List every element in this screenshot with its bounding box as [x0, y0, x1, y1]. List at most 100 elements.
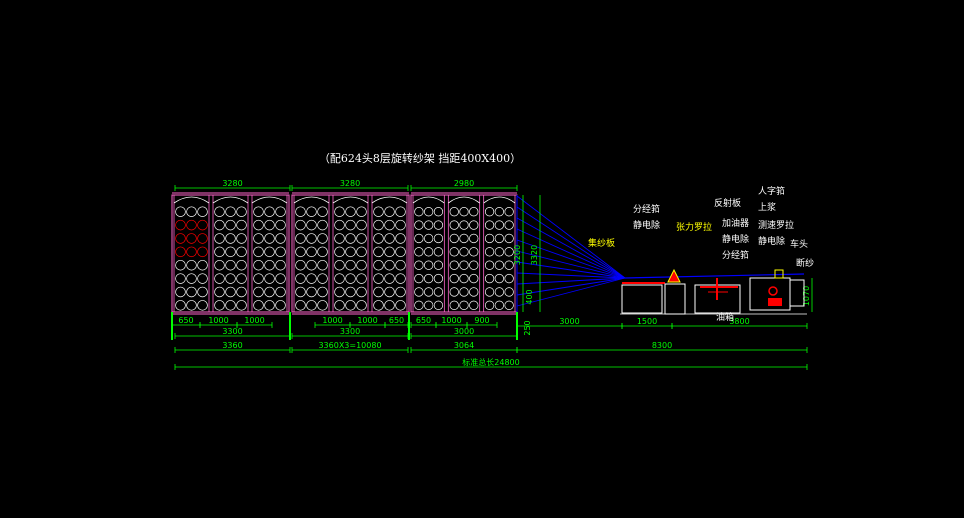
bobbin [186, 233, 197, 244]
bobbin [373, 300, 384, 311]
bobbin [334, 206, 345, 217]
creel-frame-outline [171, 194, 290, 313]
bobbin [334, 273, 345, 284]
dim-row1-8-label: 900 [474, 316, 489, 325]
label-collector: 集纱板 [588, 237, 615, 249]
bobbin [373, 206, 384, 217]
bobbin [275, 300, 286, 311]
creel-arch [173, 196, 210, 204]
bobbin [264, 246, 275, 258]
dim-top-2-label: 3280 [340, 179, 360, 188]
bobbin [275, 219, 286, 231]
bobbin [449, 260, 459, 270]
bobbin [449, 300, 459, 310]
bobbin [334, 259, 345, 271]
dim-row1-0-label: 650 [178, 316, 193, 325]
machine-equipment [621, 268, 805, 315]
bobbin [236, 219, 247, 231]
machine-block [768, 298, 782, 306]
bobbin [306, 219, 317, 231]
bobbin [214, 273, 225, 284]
bobbin [373, 219, 384, 231]
bobbin [306, 300, 317, 311]
bobbin [459, 260, 469, 270]
bobbin [494, 220, 504, 230]
bobbin [236, 206, 247, 217]
dim-row2-1-label: 3300 [222, 327, 242, 336]
creel-arch [293, 196, 330, 204]
bobbin [345, 273, 356, 284]
bobbin [395, 206, 406, 217]
bobbin [459, 247, 469, 257]
bobbin [345, 246, 356, 258]
bobbin [186, 259, 197, 271]
bobbin [484, 260, 495, 270]
divider-comb-box [664, 283, 686, 315]
bobbin [414, 273, 424, 284]
bobbin [186, 246, 197, 258]
bobbin [264, 259, 275, 271]
bobbin [175, 259, 186, 271]
bobbin [384, 206, 395, 217]
bobbin [356, 286, 367, 298]
bobbin [236, 286, 247, 298]
bobbin [175, 273, 186, 284]
dim-total-label: 标准总长24800 [462, 357, 519, 367]
label-machine-head: 车头 [790, 238, 808, 250]
bobbin [484, 220, 495, 230]
dim-row2-3-label: 3000 [454, 327, 474, 336]
bobbin [449, 220, 459, 230]
bobbin [306, 233, 317, 244]
label-tension-roller: 张力罗拉 [676, 221, 712, 233]
bobbin [356, 219, 367, 231]
bobbin [414, 247, 424, 257]
creel-frames [171, 192, 518, 340]
dim-row1-3-label: 1000 [322, 316, 342, 325]
creel-section-3 [410, 192, 518, 315]
bobbin [186, 219, 197, 231]
bobbin [306, 259, 317, 271]
bobbin [433, 233, 444, 244]
bobbin [197, 259, 208, 271]
bobbin [373, 259, 384, 271]
bobbin [275, 233, 286, 244]
bobbin [345, 259, 356, 271]
dim-right-8300-label: 8300 [652, 341, 672, 350]
bobbin [334, 300, 345, 311]
bobbin [384, 286, 395, 298]
bobbin [306, 286, 317, 298]
bobbin [356, 206, 367, 217]
bobbin [236, 300, 247, 311]
bobbin [236, 273, 247, 284]
bobbin [225, 233, 236, 244]
bobbin [275, 246, 286, 258]
bobbin [175, 219, 186, 231]
dim-row1-7-label: 1000 [441, 316, 461, 325]
bobbin [449, 233, 459, 244]
bobbin [317, 273, 328, 284]
bobbin [504, 260, 514, 270]
label-cross-comb: 人字筘 [758, 185, 785, 197]
bobbin [225, 246, 236, 258]
yarn-lines [516, 195, 805, 312]
bobbin [186, 300, 197, 311]
bobbin [449, 273, 459, 284]
label-static-eliminator: 静电除 [633, 219, 660, 231]
bobbin [384, 259, 395, 271]
bobbin [197, 286, 208, 298]
dim-right-1500-label: 1500 [637, 317, 657, 326]
bobbin [494, 260, 504, 270]
bobbin [469, 207, 479, 217]
bobbin [433, 260, 444, 270]
creel-section-2 [291, 192, 410, 315]
bobbin [494, 233, 504, 244]
bobbin [253, 259, 264, 271]
bobbin [424, 300, 434, 310]
bobbin [449, 247, 459, 257]
bobbin [356, 233, 367, 244]
bobbin [356, 259, 367, 271]
dim-machine-height-label: 1070 [802, 286, 811, 306]
bobbin [197, 206, 208, 217]
bobbin [356, 273, 367, 284]
